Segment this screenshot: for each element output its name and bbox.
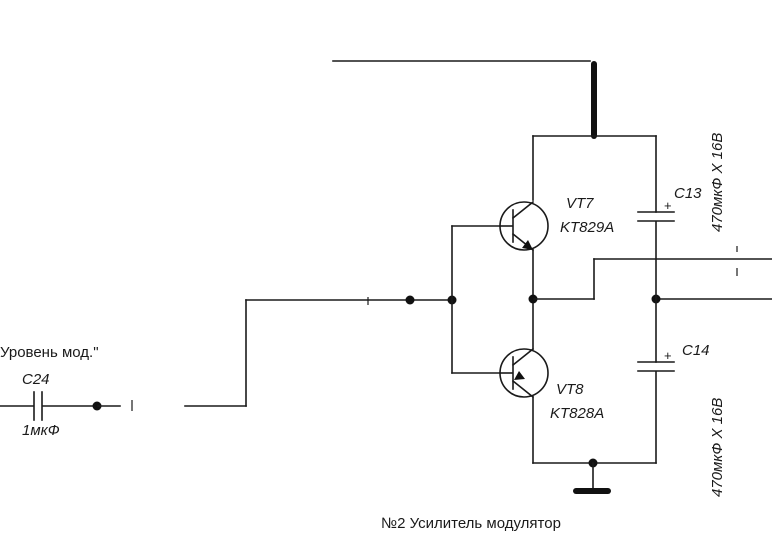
c14-value-label: 470мкФ X 16B: [709, 398, 726, 497]
ground-section: [532, 396, 657, 494]
input-node: [92, 401, 102, 411]
supply-rail: [332, 60, 597, 139]
vt8-type-label: KT828A: [550, 405, 604, 422]
top-bus: [532, 135, 657, 213]
vt7-type-label: KT829A: [560, 219, 614, 236]
c14-plus-label: +: [664, 348, 672, 363]
capacitor-c24: [33, 391, 43, 421]
transistor-vt7: [499, 200, 549, 252]
diagram-caption: №2 Усилитель модулятор: [381, 515, 561, 532]
level-mod-label: Уровень мод.": [0, 344, 99, 361]
base-wiring: [451, 225, 501, 374]
c14-label: C14: [682, 342, 710, 359]
output-section: [528, 246, 772, 350]
emitter-node: [528, 294, 538, 304]
capacitor-c14: [637, 298, 675, 464]
c24-label: C24: [22, 371, 50, 388]
c24-value-label: 1мкФ: [22, 422, 60, 439]
c13-plus-label: +: [664, 198, 672, 213]
vt7-label: VT7: [566, 195, 594, 212]
input-section: [0, 295, 457, 421]
capacitor-c13: [637, 211, 675, 300]
c13-label: C13: [674, 185, 702, 202]
base-feed-node: [405, 295, 415, 305]
c13-value-label: 470мкФ X 16B: [709, 133, 726, 232]
transistor-vt8: [499, 347, 549, 399]
vt8-label: VT8: [556, 381, 584, 398]
